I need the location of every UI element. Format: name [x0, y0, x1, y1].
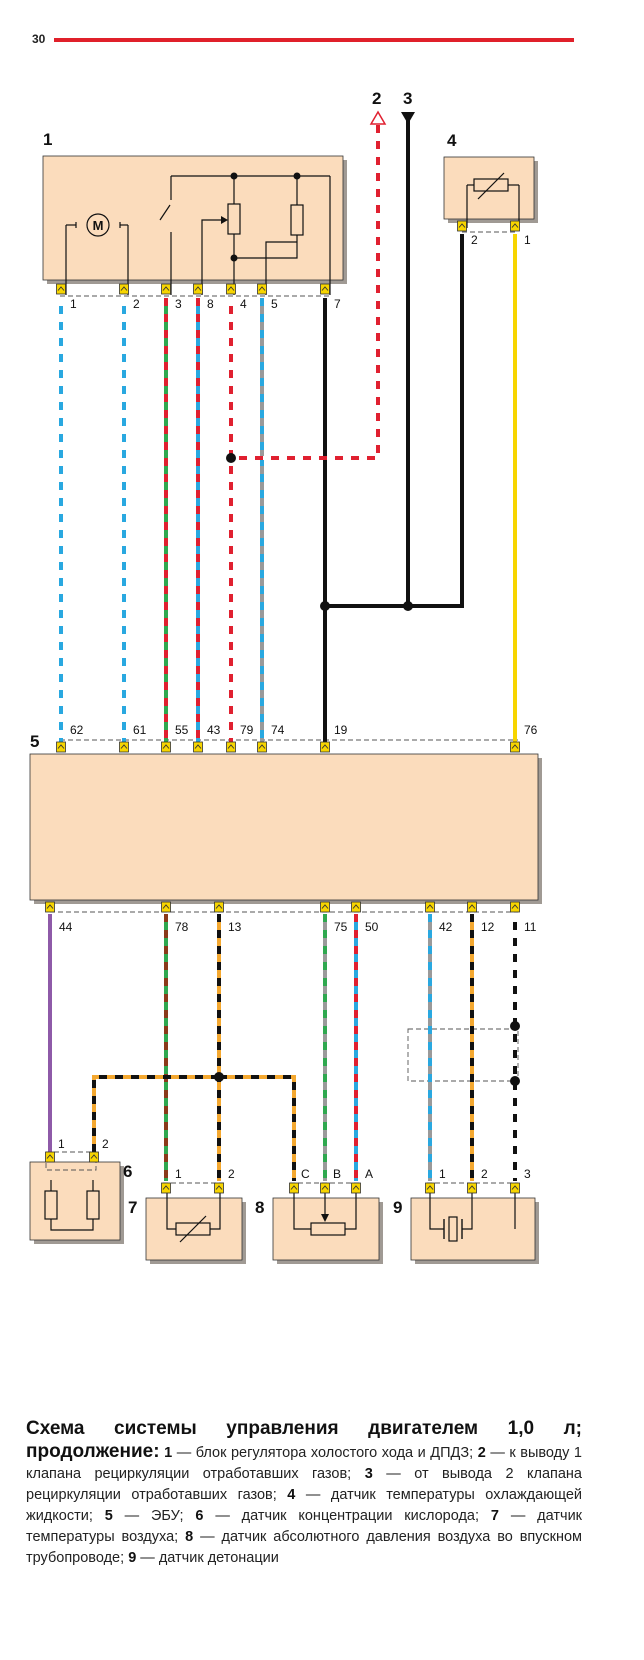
- switch-icon: [159, 204, 171, 221]
- label-component-7: 7: [128, 1198, 137, 1217]
- pin-label: 3: [524, 1167, 531, 1181]
- pin-label: 1: [524, 233, 531, 247]
- coolant-temp-sensor-block: [443, 156, 538, 228]
- caption-item-number: 6: [195, 1508, 204, 1524]
- label-component-8: 8: [255, 1198, 264, 1217]
- caption-item-text: — от вывода 2 клапана рециркуляции отраб…: [26, 1466, 582, 1503]
- label-component-2: 2: [372, 89, 381, 108]
- pin-label: 5: [271, 297, 278, 311]
- pin-label: 4: [240, 297, 247, 311]
- caption-item-number: 7: [490, 1508, 499, 1524]
- idle-controller-block: [42, 155, 347, 295]
- pin-label: 12: [481, 920, 495, 934]
- header-rule: [54, 38, 574, 42]
- caption-item-text: — датчик детонации: [136, 1550, 279, 1566]
- motor-label: M: [93, 218, 104, 233]
- map-sensor-block: [272, 1192, 383, 1264]
- pin-label: 79: [240, 723, 254, 737]
- caption-item-number: 8: [185, 1529, 194, 1545]
- caption-item-text: — блок регулятора холостого хода и ДПДЗ;: [172, 1445, 474, 1461]
- pin-label: 11: [524, 920, 537, 934]
- pin-label: 2: [102, 1137, 109, 1151]
- arrow-down-icon: [401, 112, 415, 124]
- pin-label: 7: [334, 297, 341, 311]
- potentiometer-icon: [227, 203, 241, 235]
- terminals: [45, 220, 520, 1194]
- thermistor-icon: [473, 178, 509, 192]
- page-number: 30: [32, 32, 46, 46]
- pin-label: 74: [271, 723, 285, 737]
- wires: [48, 118, 517, 1181]
- caption-item-number: 4: [287, 1487, 296, 1503]
- caption-item-text: — к выводу 1 клапана рециркуляции отрабо…: [26, 1445, 582, 1482]
- pin-label: 42: [439, 920, 453, 934]
- caption-item-text: — датчик температуры воздуха;: [26, 1508, 583, 1545]
- pin-label: 13: [228, 920, 242, 934]
- caption-item-number: 9: [128, 1550, 137, 1566]
- arrow-up-icon: [369, 110, 387, 125]
- caption-item-text: — ЭБУ;: [112, 1508, 184, 1524]
- caption-item-text: — датчик абсолютного давления воздуха во…: [26, 1529, 582, 1566]
- pin-label: B: [333, 1167, 341, 1181]
- pin-label: 76: [524, 723, 538, 737]
- caption-item-number: 1: [164, 1445, 173, 1461]
- caption-item-number: 3: [364, 1466, 373, 1482]
- pin-label: 50: [365, 920, 379, 934]
- label-component-3: 3: [403, 89, 412, 108]
- label-component-6: 6: [123, 1162, 132, 1181]
- pin-label: 2: [228, 1167, 235, 1181]
- pin-label: 44: [59, 920, 73, 934]
- pin-label: 2: [481, 1167, 488, 1181]
- pin-label: 61: [133, 723, 147, 737]
- label-component-9: 9: [393, 1198, 402, 1217]
- label-component-4: 4: [447, 131, 457, 150]
- pin-label: 1: [439, 1167, 446, 1181]
- pin-label: 2: [133, 297, 140, 311]
- oxygen-sensor-block: [29, 1161, 124, 1244]
- pin-label: 3: [175, 297, 182, 311]
- pin-label: 43: [207, 723, 221, 737]
- pin-label: 1: [175, 1167, 182, 1181]
- pin-label: 75: [334, 920, 348, 934]
- connector-outlines: [45, 231, 519, 1184]
- pin-label: 8: [207, 297, 214, 311]
- pin-label: 19: [334, 723, 348, 737]
- pin-label: 2: [471, 233, 478, 247]
- caption-item-text: — датчик температуры охлаждающей жидкост…: [26, 1487, 583, 1524]
- pin-label: 62: [70, 723, 84, 737]
- figure-caption: Схема системы управления двигателем 1,0 …: [26, 1418, 582, 1569]
- caption-item-number: 2: [477, 1445, 486, 1461]
- pin-label: 1: [58, 1137, 65, 1151]
- pin-label: A: [365, 1167, 373, 1181]
- pin-label: 78: [175, 920, 189, 934]
- pin-label: 1: [70, 297, 77, 311]
- motor-icon: [86, 213, 110, 237]
- caption-item-number: 5: [104, 1508, 113, 1524]
- junctions: [214, 453, 520, 1086]
- ecu-block: [29, 753, 542, 904]
- pin-label: 55: [175, 723, 189, 737]
- pin-label: C: [301, 1167, 310, 1181]
- knock-sensor-block: [410, 1192, 539, 1264]
- resistor-icon: [290, 204, 304, 236]
- air-temp-sensor-block: [145, 1192, 246, 1264]
- label-component-1: 1: [43, 130, 52, 149]
- label-component-5: 5: [30, 732, 39, 751]
- caption-item-text: — датчик концентрации кислорода;: [203, 1508, 480, 1524]
- wiring-diagram: M 1 2 3 4 5 6 7 8 9 1 2 3 8 4 5 7 2 1 62…: [29, 89, 542, 1264]
- caption-title: Схема системы управления двигателем 1,0 …: [26, 1418, 582, 1462]
